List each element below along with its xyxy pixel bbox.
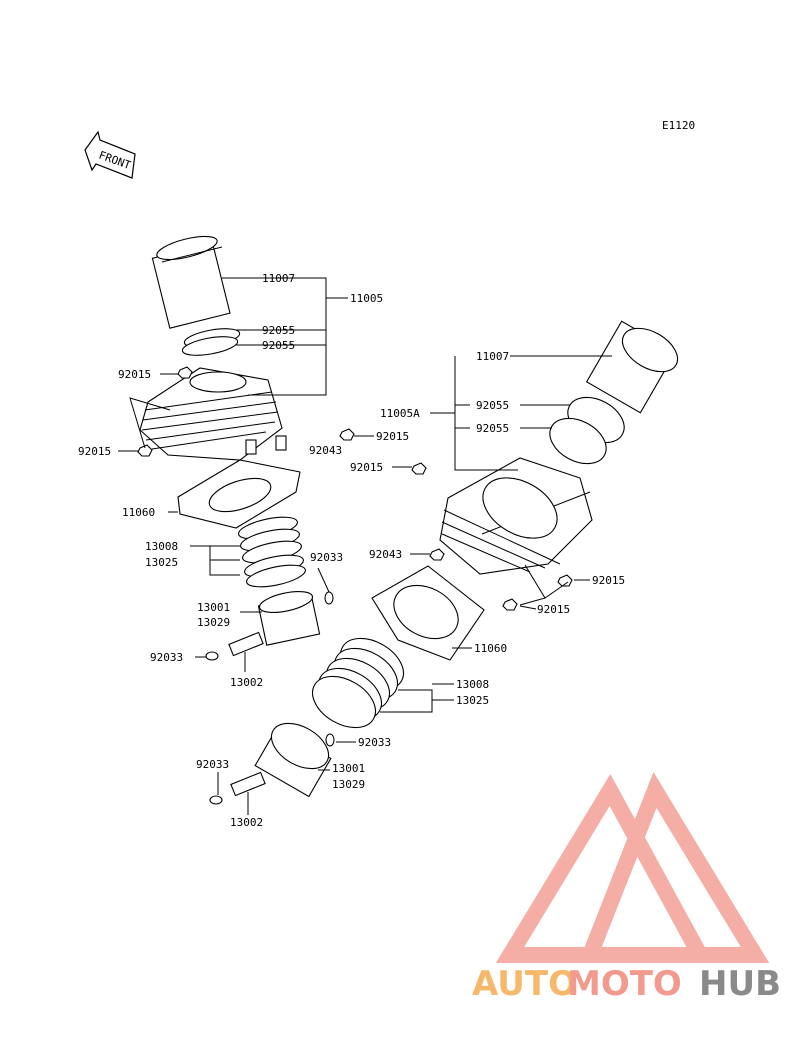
label-rear-13002: 13002 bbox=[230, 676, 263, 689]
rear-clip-left bbox=[205, 651, 219, 661]
label-rear-13008: 13008 bbox=[145, 540, 178, 553]
label-front-13008: 13008 bbox=[456, 678, 489, 691]
watermark-auto: AUTO bbox=[472, 964, 577, 1004]
watermark-moto: MOTO bbox=[567, 964, 682, 1004]
rear-nut-92015-left bbox=[137, 444, 153, 457]
rear-nut-92015-right bbox=[339, 428, 355, 441]
front-piston bbox=[254, 722, 332, 798]
rear-callouts: 11007 11005 92055 92055 92015 92015 9201… bbox=[78, 272, 409, 689]
watermark-hub: HUB bbox=[699, 964, 781, 1004]
front-nut-92015-c bbox=[502, 598, 518, 611]
label-rear-92015-a: 92015 bbox=[118, 368, 151, 381]
label-rear-11007: 11007 bbox=[262, 272, 295, 285]
front-cylinder-sleeve bbox=[585, 320, 679, 414]
label-front-11060: 11060 bbox=[474, 642, 507, 655]
rear-cylinder-block bbox=[139, 367, 287, 461]
label-rear-92055-a: 92055 bbox=[262, 324, 295, 337]
label-rear-11060: 11060 bbox=[122, 506, 155, 519]
label-front-13002: 13002 bbox=[230, 816, 263, 829]
rear-piston-pin bbox=[228, 631, 264, 657]
rear-piston-rings bbox=[238, 516, 306, 588]
front-callouts: 11007 11005A 92055 92055 92015 92043 920… bbox=[196, 350, 625, 829]
label-front-92015-c: 92015 bbox=[537, 603, 570, 616]
rear-base-gasket bbox=[177, 459, 301, 529]
rear-oring-lower bbox=[181, 336, 239, 356]
label-front-13001: 13001 bbox=[332, 762, 365, 775]
label-front-92055-a: 92055 bbox=[476, 399, 509, 412]
label-front-92033-b: 92033 bbox=[196, 758, 229, 771]
label-rear-92015-b: 92015 bbox=[78, 445, 111, 458]
front-clip-left bbox=[209, 795, 223, 805]
watermark-logo bbox=[495, 772, 770, 963]
rear-clip-right bbox=[324, 591, 334, 605]
label-front-92055-b: 92055 bbox=[476, 422, 509, 435]
label-front-13025: 13025 bbox=[456, 694, 489, 707]
front-nut-92015-b bbox=[557, 574, 573, 587]
label-rear-92033-a: 92033 bbox=[310, 551, 343, 564]
label-rear-92033-b: 92033 bbox=[150, 651, 183, 664]
front-nut-92043 bbox=[429, 548, 445, 561]
label-front-92015-a: 92015 bbox=[350, 461, 383, 474]
front-base-gasket bbox=[371, 565, 485, 661]
label-rear-11005: 11005 bbox=[350, 292, 383, 305]
front-piston-pin bbox=[230, 771, 266, 797]
rear-cylinder-sleeve bbox=[151, 235, 231, 329]
label-front-11005A: 11005A bbox=[380, 407, 420, 420]
label-rear-13025: 13025 bbox=[145, 556, 178, 569]
rear-nut-92015-top bbox=[177, 366, 193, 379]
watermark-text: AUTO MOTO HUB bbox=[472, 964, 781, 1004]
label-front-11007: 11007 bbox=[476, 350, 509, 363]
front-cylinder-block bbox=[439, 457, 593, 575]
label-rear-13001: 13001 bbox=[197, 601, 230, 614]
front-nut-92015-a bbox=[411, 462, 427, 475]
front-arrow-icon: FRONT bbox=[84, 130, 136, 179]
label-front-13029: 13029 bbox=[332, 778, 365, 791]
front-piston-rings bbox=[312, 637, 404, 729]
label-rear-92055-b: 92055 bbox=[262, 339, 295, 352]
label-rear-13029: 13029 bbox=[197, 616, 230, 629]
label-front-92043: 92043 bbox=[369, 548, 402, 561]
front-oring-lower bbox=[549, 417, 607, 465]
label-front-92033-a: 92033 bbox=[358, 736, 391, 749]
diagram-code: E1120 bbox=[662, 119, 695, 132]
label-rear-92015-c: 92015 bbox=[376, 430, 409, 443]
rear-piston bbox=[257, 591, 321, 646]
front-clip-right bbox=[325, 733, 335, 747]
label-rear-92043: 92043 bbox=[309, 444, 342, 457]
label-front-92015-b: 92015 bbox=[592, 574, 625, 587]
